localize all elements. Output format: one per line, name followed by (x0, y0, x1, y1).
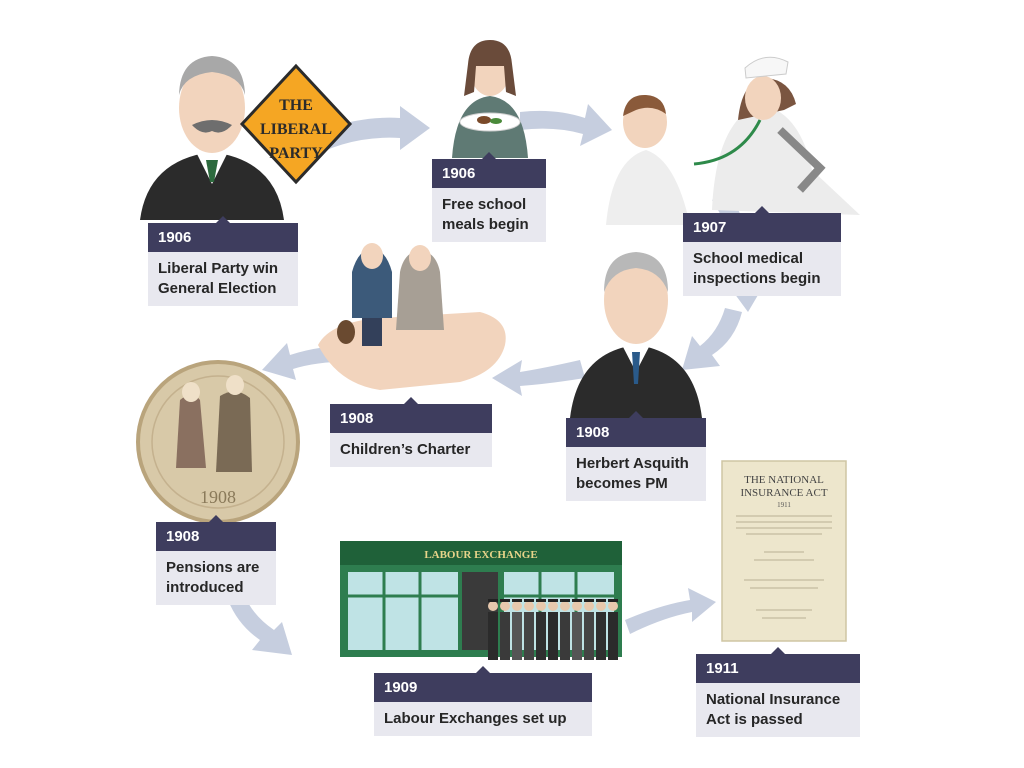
event-label: Pensions are introduced (156, 551, 276, 605)
event-card-pensions: 1908 Pensions are introduced (156, 515, 276, 605)
queue-person (524, 599, 534, 660)
arrow-to-charter (492, 360, 585, 396)
event-label: Herbert Asquith becomes PM (566, 447, 706, 501)
liberal-sign-line-1: THE (279, 97, 313, 114)
hand-with-children-illustration (318, 243, 506, 390)
liberal-sign-line-2: LIBERAL (260, 121, 332, 138)
queue-person (488, 599, 498, 660)
event-card-liberal: 1906 Liberal Party win General Election (148, 216, 298, 306)
queue-person (608, 599, 618, 660)
arrow-to-asquith (682, 308, 742, 370)
event-year: 1908 (566, 411, 706, 447)
arrow-to-insurance (625, 588, 716, 634)
event-label: School medical inspections begin (683, 242, 841, 296)
arrow-to-meals (300, 106, 430, 160)
queue-person (560, 599, 570, 660)
insurance-act-document: THE NATIONAL INSURANCE ACT 1911 (721, 460, 847, 642)
act-title-line-3: 1911 (777, 501, 791, 509)
queue-person (596, 599, 606, 660)
event-year: 1906 (432, 152, 546, 188)
queue-person (584, 599, 594, 660)
event-card-asquith: 1908 Herbert Asquith becomes PM (566, 411, 706, 501)
queue-person (548, 599, 558, 660)
event-card-labour: 1909 Labour Exchanges set up (374, 666, 592, 736)
event-card-meals: 1906 Free school meals begin (432, 152, 546, 242)
labour-sign-text: LABOUR EXCHANGE (424, 549, 537, 561)
liberal-sign-illustration: THE LIBERAL PARTY (239, 63, 353, 185)
event-year: 1908 (330, 397, 492, 433)
event-year: 1911 (696, 647, 860, 683)
event-label: National Insurance Act is passed (696, 683, 860, 737)
liberal-man-illustration (140, 56, 284, 220)
event-year: 1909 (374, 666, 592, 702)
arrow-to-medical (520, 104, 612, 146)
coin-year-text: 1908 (200, 487, 236, 507)
event-card-charter: 1908 Children’s Charter (330, 397, 492, 467)
queue-person (512, 599, 522, 660)
event-year: 1907 (683, 206, 841, 242)
queue-person (536, 599, 546, 660)
event-label: Children’s Charter (330, 433, 492, 467)
event-card-insurance: 1911 National Insurance Act is passed (696, 647, 860, 737)
act-title-line-2: INSURANCE ACT (740, 487, 827, 499)
act-title-line-1: THE NATIONAL (744, 474, 824, 486)
liberal-sign-line-3: PARTY (269, 145, 323, 162)
queue-person (572, 599, 582, 660)
asquith-illustration (570, 252, 702, 418)
event-year: 1908 (156, 515, 276, 551)
event-label: Liberal Party win General Election (148, 252, 298, 306)
arrow-pensions-down (228, 594, 292, 655)
event-year: 1906 (148, 216, 298, 252)
medical-inspection-illustration (606, 56, 860, 225)
girl-with-plate-illustration (452, 40, 528, 158)
queue-person (500, 599, 510, 660)
pension-coin-illustration: 1908 (136, 360, 300, 524)
event-label: Free school meals begin (432, 188, 546, 242)
queue-of-workers (488, 599, 618, 660)
event-card-medical: 1907 School medical inspections begin (683, 206, 841, 296)
event-label: Labour Exchanges set up (374, 702, 592, 736)
